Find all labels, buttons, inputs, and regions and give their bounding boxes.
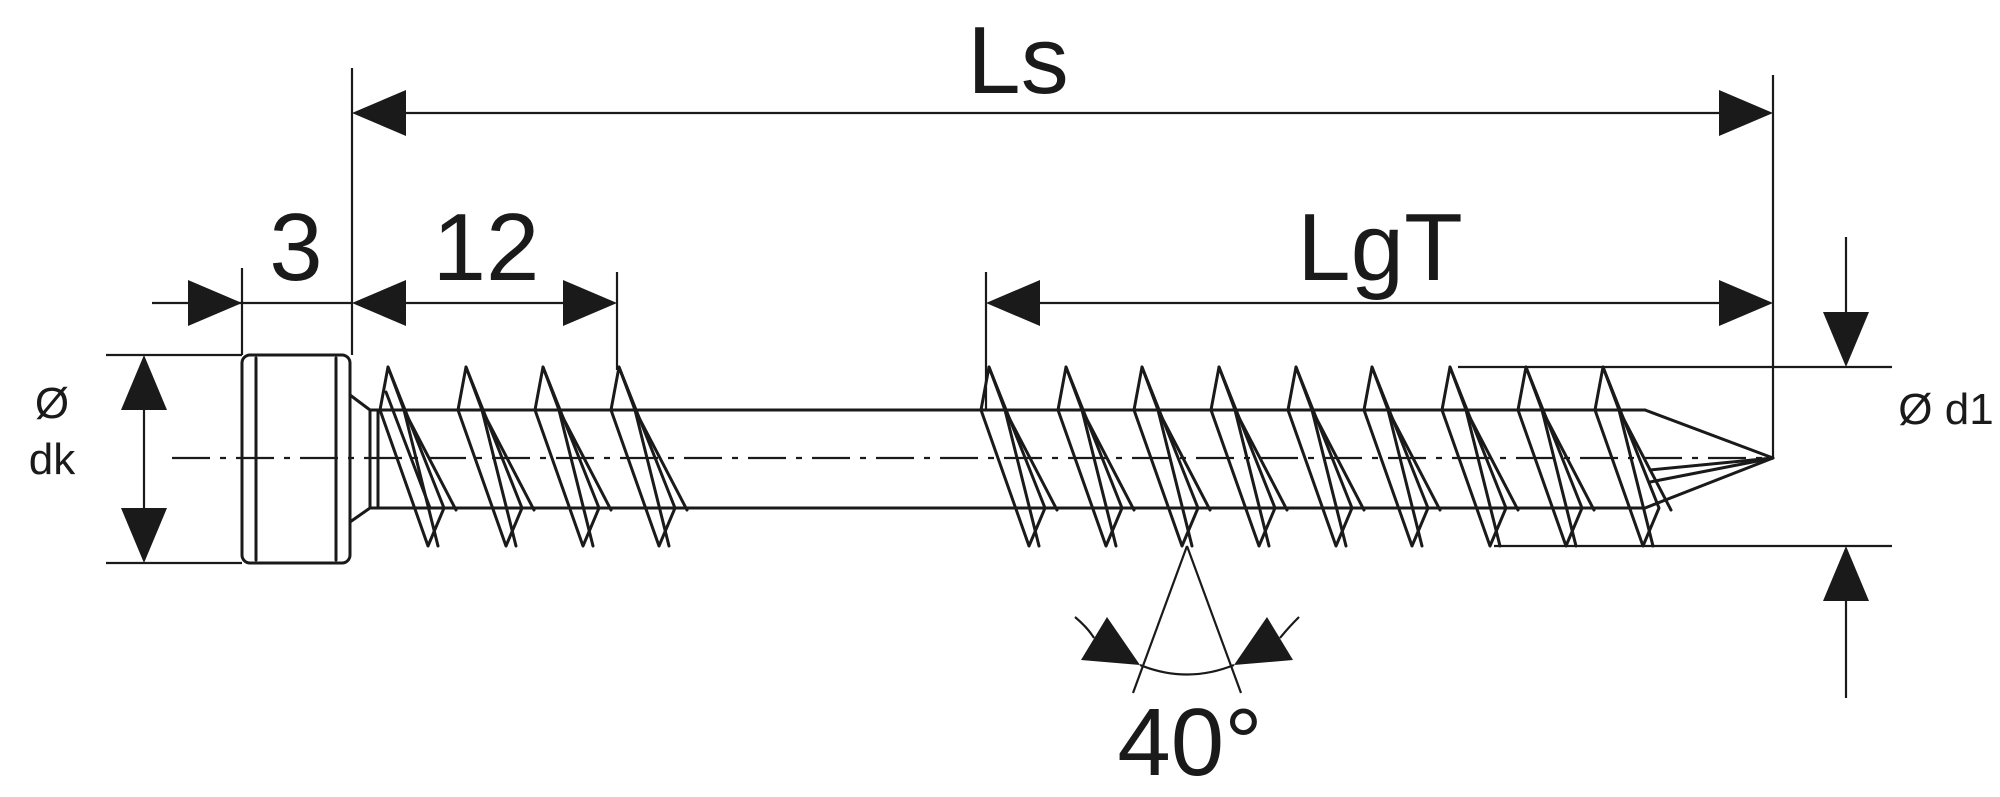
thread-flank — [1003, 408, 1041, 548]
dimension-head-height: 3 — [152, 194, 406, 355]
label-thread-angle: 40° — [1117, 689, 1262, 796]
thread-flank — [1516, 365, 1584, 548]
dimension-thread-diameter: Ø d1 — [1458, 237, 1994, 698]
thread-flank — [1310, 408, 1348, 548]
thread-flank — [1064, 365, 1136, 512]
thread-flank — [1362, 365, 1430, 548]
dimension-thread-angle: 40° — [1074, 545, 1300, 796]
dimension-head-diameter: Ø dk — [29, 353, 242, 565]
thread-flank — [1217, 365, 1289, 512]
thread-flank — [1601, 365, 1673, 512]
thread-flank — [1233, 408, 1271, 548]
thread-flank — [384, 390, 432, 510]
thread-flank — [480, 408, 518, 548]
thread-flank — [1524, 365, 1596, 512]
thread-flank — [1448, 365, 1520, 512]
screw — [240, 353, 1775, 565]
thread-flank — [1156, 408, 1194, 548]
thread-flank — [1209, 365, 1277, 548]
thread-flank — [1140, 365, 1212, 512]
label-diameter-symbol: Ø — [35, 379, 69, 428]
thread-flank — [378, 365, 446, 548]
thread-flank — [1386, 408, 1424, 548]
thread-flank — [1370, 365, 1442, 512]
thread-flank — [1593, 365, 1661, 548]
thread-flank — [1132, 365, 1200, 548]
thread-flank — [464, 365, 536, 512]
label-ls: Ls — [967, 7, 1068, 114]
thread-flank — [979, 365, 1047, 548]
dimension-ls: Ls — [350, 7, 1775, 458]
thread-flank — [609, 365, 677, 548]
thread-flank — [1286, 365, 1354, 548]
dimension-upper-thread: 12 — [400, 194, 619, 370]
label-thread-length: LgT — [1297, 194, 1462, 301]
thread-flank — [456, 365, 524, 548]
thread-flank — [533, 365, 601, 548]
label-thread-diameter: Ø d1 — [1898, 385, 1993, 434]
thread-flank — [557, 408, 595, 548]
thread-flank — [541, 365, 613, 512]
thread-flank — [1464, 408, 1502, 548]
thread-flank — [987, 365, 1059, 512]
thread-flank — [402, 408, 440, 548]
thread-flank — [1056, 365, 1124, 548]
thread-flank — [1617, 408, 1655, 548]
thread-flank — [1440, 365, 1508, 548]
label-head-diameter: dk — [29, 435, 76, 484]
thread-flank — [1540, 408, 1578, 548]
thread-helix — [378, 365, 1673, 548]
thread-flank — [617, 365, 689, 512]
dimension-thread-length: LgT — [984, 194, 1773, 410]
thread-flank — [1080, 408, 1118, 548]
thread-flank — [633, 408, 671, 548]
label-upper-thread: 12 — [433, 194, 540, 301]
label-head-height: 3 — [269, 194, 322, 301]
thread-flank — [1294, 365, 1366, 512]
